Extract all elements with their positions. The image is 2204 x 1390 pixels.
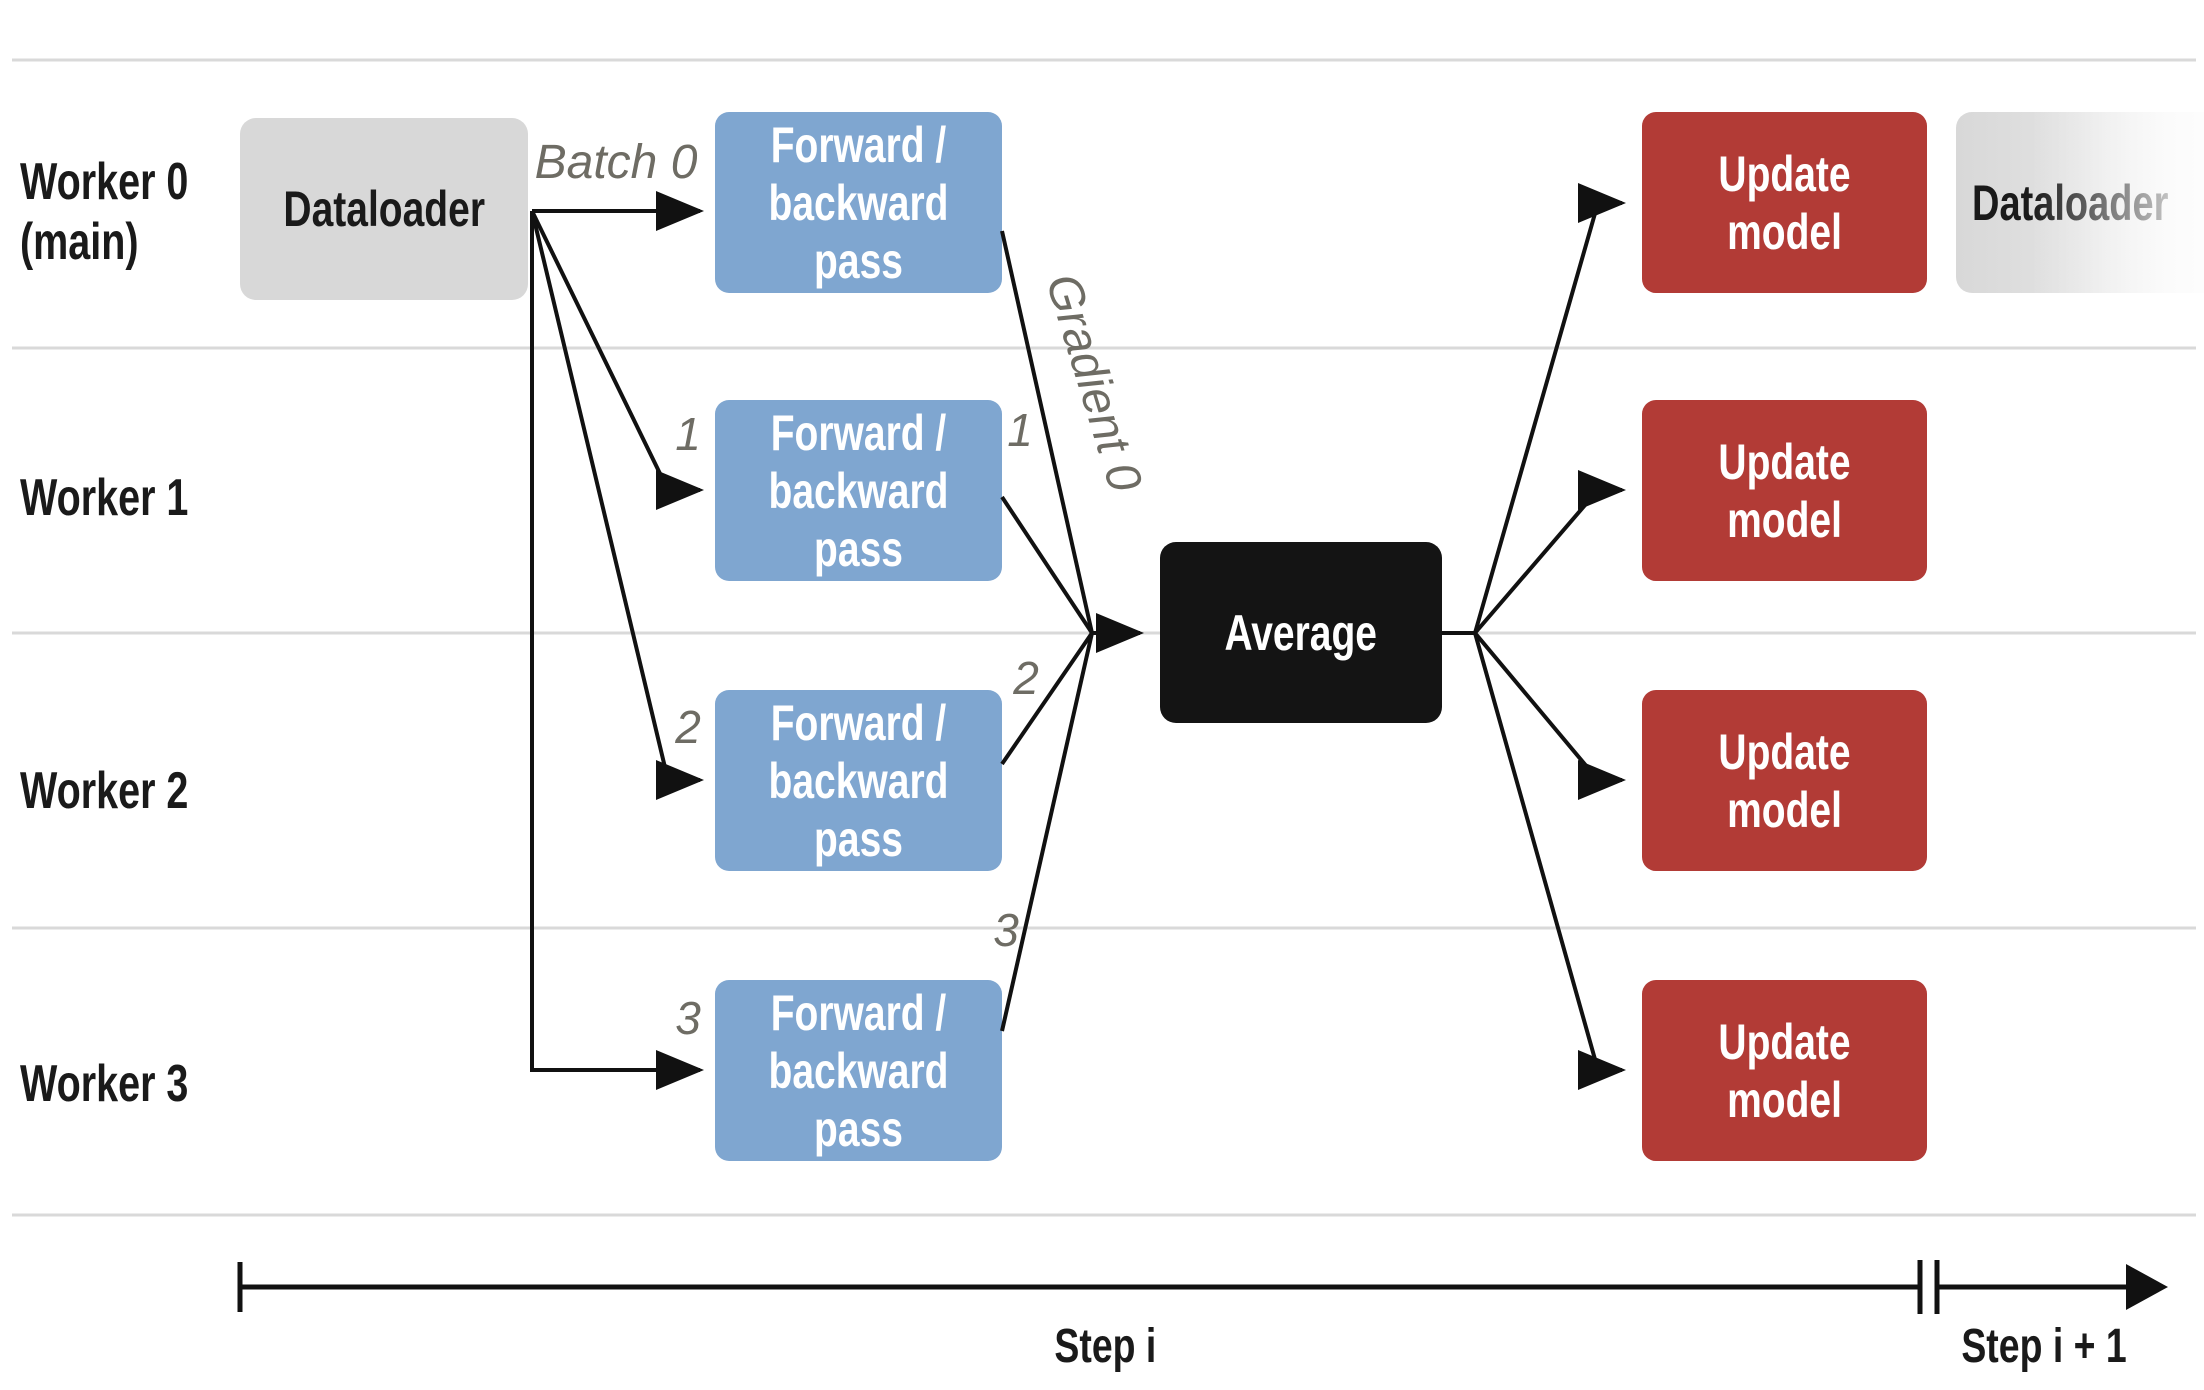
batch-arrow-worker3 bbox=[530, 211, 704, 1090]
gradient-line-worker1 bbox=[1000, 495, 1094, 635]
update-model-label: Update model bbox=[1718, 723, 1851, 838]
update-model-box-worker3: Update model bbox=[1642, 980, 1927, 1161]
batch-0-label: Batch 0 bbox=[534, 136, 698, 189]
forward-backward-box-worker2: Forward /backward pass bbox=[715, 690, 1002, 871]
batch-arrows bbox=[530, 191, 704, 1090]
timeline-axis bbox=[237, 1260, 2168, 1314]
worker-0-label-line1: Worker 0 bbox=[20, 153, 189, 211]
dataloader-box-label: Dataloader bbox=[283, 181, 485, 237]
batch-number-3: 3 bbox=[675, 992, 701, 1044]
update-model-label: Update model bbox=[1718, 433, 1851, 548]
forward-backward-box-worker0: Forward /backward pass bbox=[715, 112, 1002, 293]
worker-1-label: Worker 1 bbox=[20, 469, 189, 527]
forward-backward-label: Forward /backward pass bbox=[768, 116, 949, 289]
update-arrow-worker3 bbox=[1473, 632, 1626, 1090]
update-model-box-worker2: Update model bbox=[1642, 690, 1927, 871]
forward-backward-label: Forward /backward pass bbox=[768, 694, 949, 867]
next-step-dataloader-box: Dataloader bbox=[1956, 112, 2204, 293]
gradient-0-label: Gradient 0 bbox=[1035, 267, 1152, 498]
update-arrow-worker0 bbox=[1473, 183, 1626, 634]
worker-0-label: Worker 0 (main) bbox=[20, 152, 242, 272]
forward-backward-box-worker1: Forward /backward pass bbox=[715, 400, 1002, 581]
update-model-label: Update model bbox=[1718, 1013, 1851, 1128]
gradient-number-2: 2 bbox=[1013, 652, 1039, 704]
forward-backward-label: Forward /backward pass bbox=[768, 404, 949, 577]
worker-0-label-line2: (main) bbox=[20, 213, 139, 271]
update-model-label: Update model bbox=[1718, 145, 1851, 260]
forward-backward-label: Forward /backward pass bbox=[768, 984, 949, 1157]
gradient-number-3: 3 bbox=[993, 904, 1019, 956]
dataloader-box: Dataloader bbox=[240, 118, 528, 300]
update-arrows bbox=[1442, 183, 1626, 1090]
update-arrow-worker2 bbox=[1473, 631, 1626, 800]
update-arrow-worker1 bbox=[1473, 470, 1626, 635]
update-model-box-worker1: Update model bbox=[1642, 400, 1927, 581]
worker-3-label: Worker 3 bbox=[20, 1055, 189, 1113]
gradient-number-1: 1 bbox=[1007, 404, 1033, 456]
step-i-label: Step i bbox=[1054, 1320, 1156, 1373]
average-box: Average bbox=[1160, 542, 1442, 723]
batch-number-2: 2 bbox=[675, 701, 701, 753]
batch-arrow-worker2 bbox=[530, 210, 704, 800]
update-model-box-worker0: Update model bbox=[1642, 112, 1927, 293]
step-i-plus-1-label: Step i + 1 bbox=[1961, 1320, 2127, 1373]
batch-number-1: 1 bbox=[675, 408, 701, 460]
worker-2-label: Worker 2 bbox=[20, 762, 189, 820]
fade-overlay bbox=[1956, 112, 2204, 293]
forward-backward-box-worker3: Forward /backward pass bbox=[715, 980, 1002, 1161]
timeline-arrowhead bbox=[2126, 1264, 2168, 1310]
average-box-label: Average bbox=[1224, 604, 1378, 661]
